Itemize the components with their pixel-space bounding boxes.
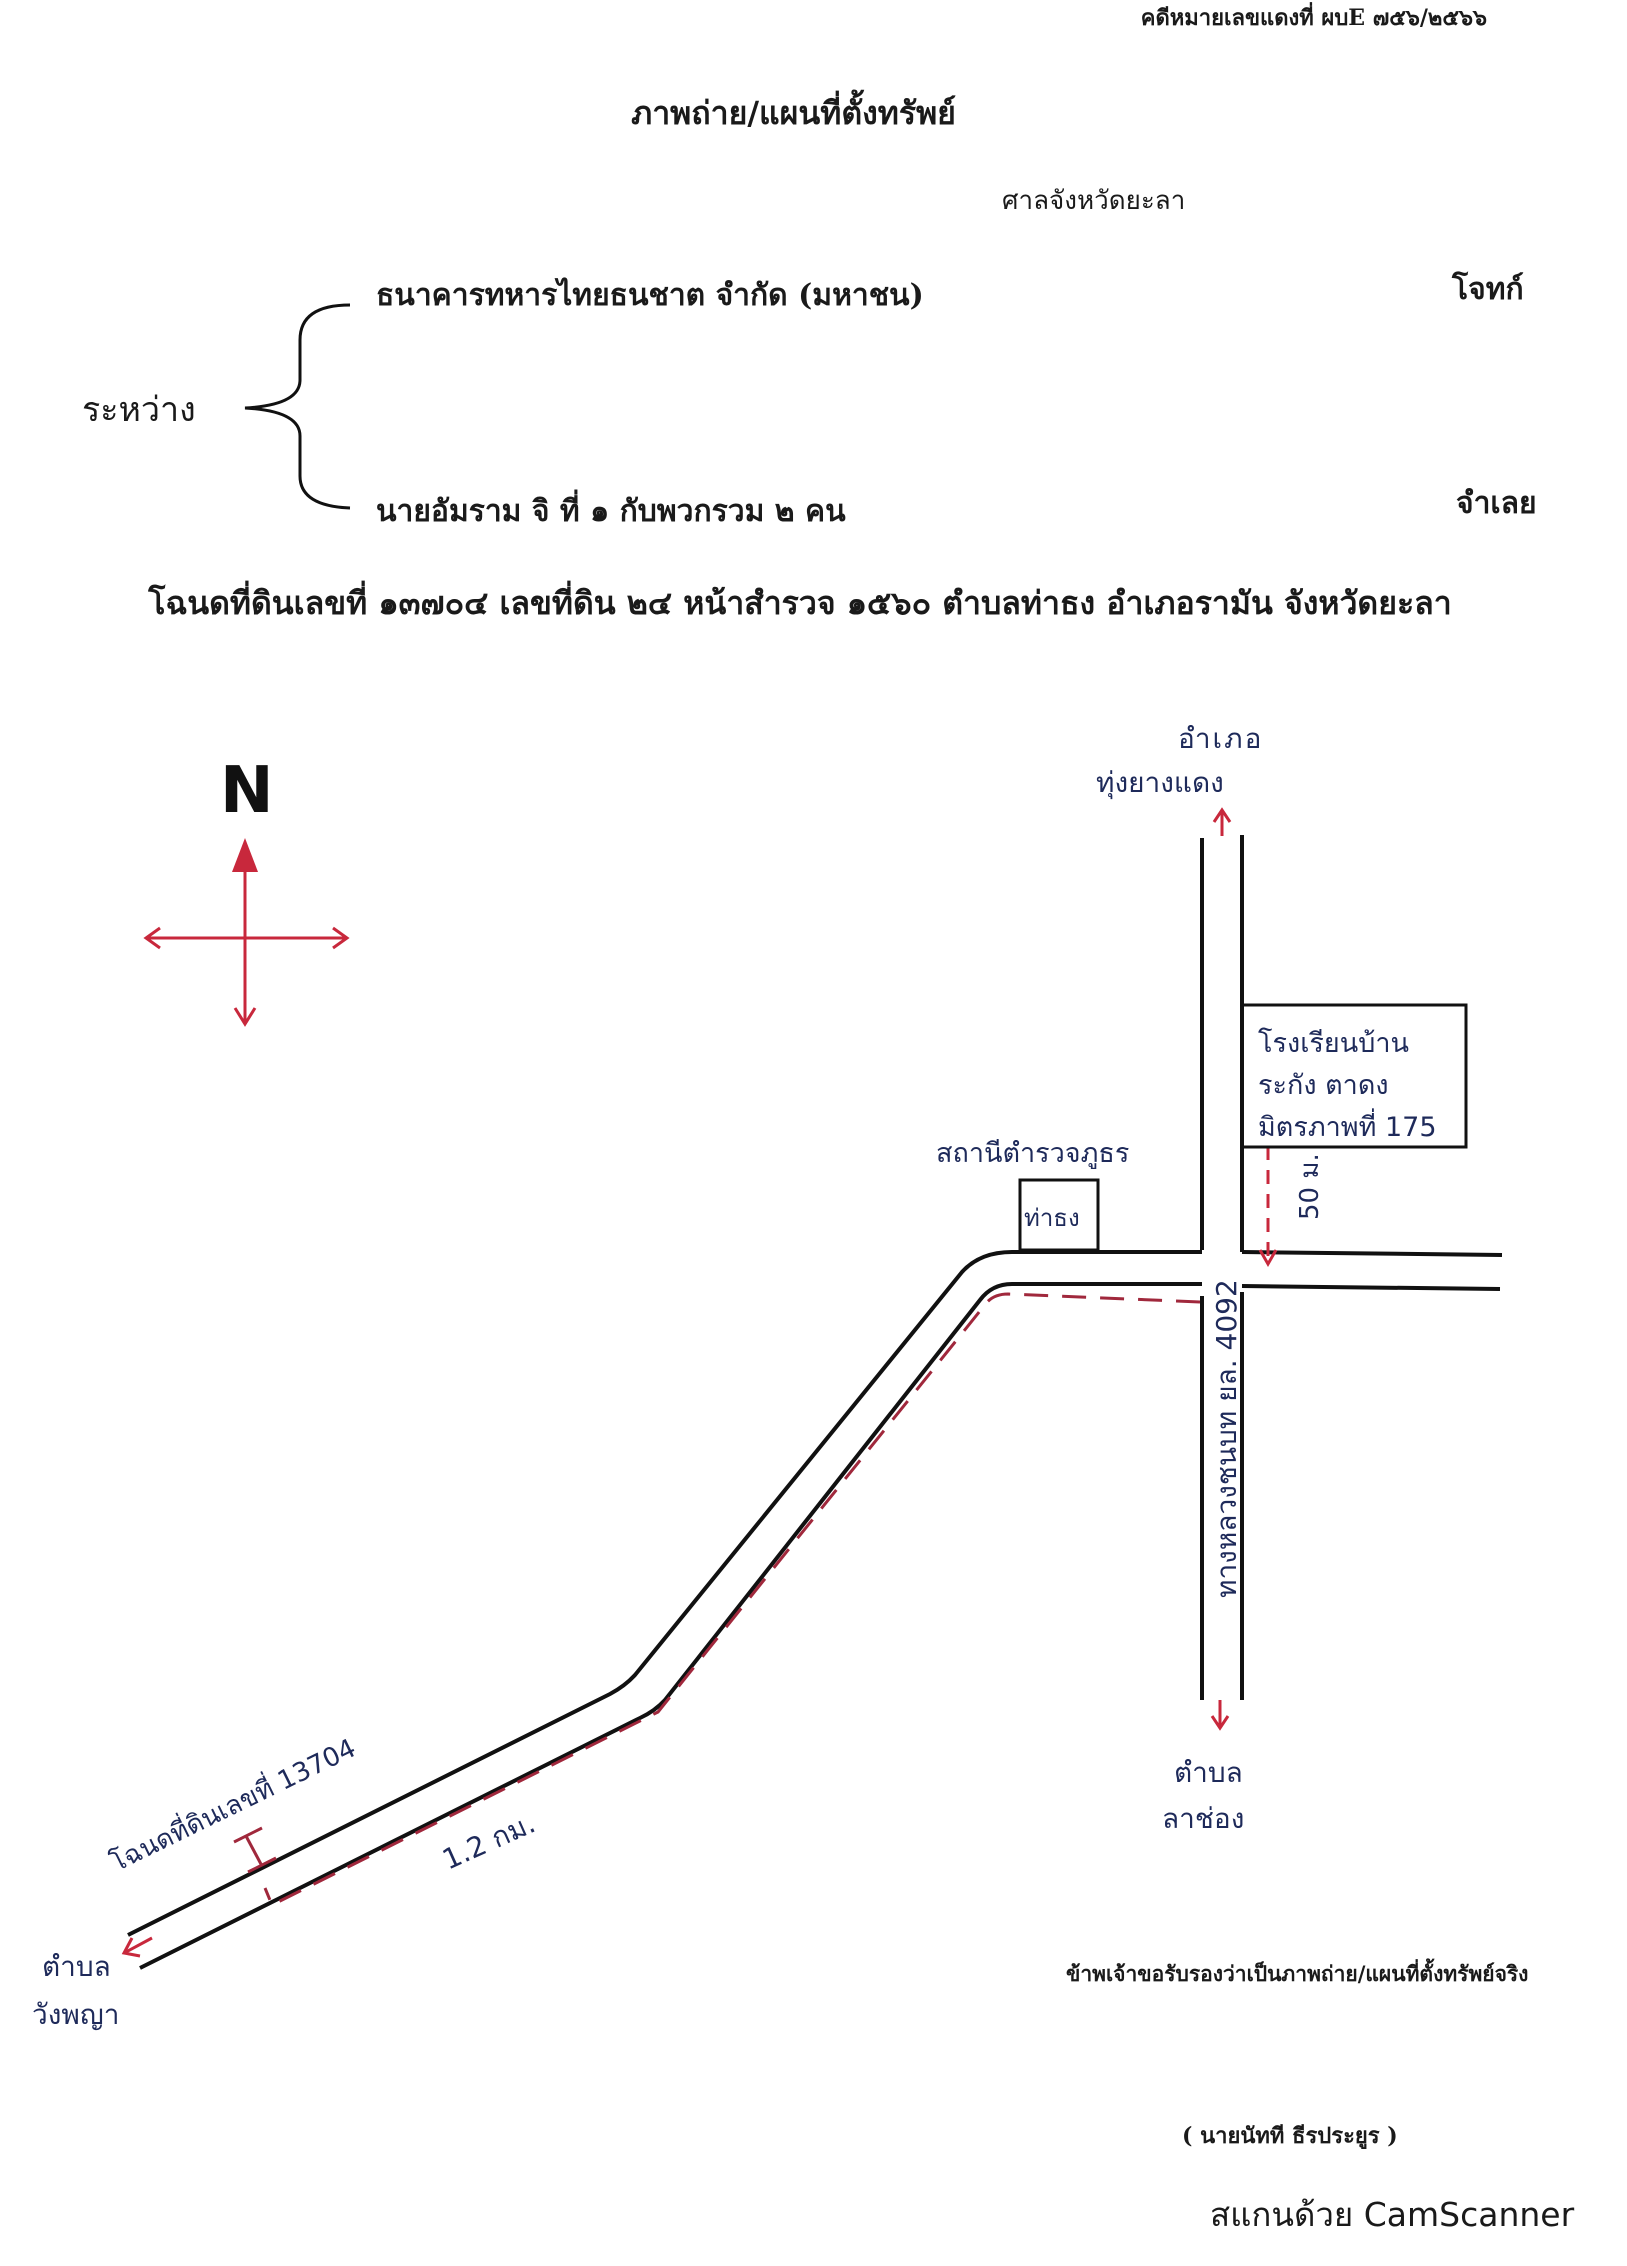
school-box	[1240, 1003, 1468, 1149]
station-line2: ท่าธง	[1024, 1204, 1080, 1232]
route-dashed	[263, 1292, 1201, 1908]
station-line1: สถานีตำรวจภูธร	[936, 1138, 1129, 1169]
west-arrow-icon	[121, 1936, 153, 1958]
north-dest-line2: ทุ่งยางแดง	[1096, 766, 1224, 800]
defendant-role: จำเลย	[1456, 486, 1537, 521]
plaintiff-role: โจทก์	[1452, 272, 1524, 307]
document-title: ภาพถ่าย/แผนที่ตั้งทรัพย์	[631, 94, 956, 132]
plaintiff-name: ธนาคารทหารไทยธนชาต จำกัด (มหาชน)	[376, 278, 924, 313]
compass-label: N	[220, 754, 274, 828]
west-dest-line1: ตำบล	[42, 1950, 111, 1983]
party-brace	[244, 303, 351, 510]
police-station-box	[1018, 1178, 1100, 1252]
defendant-name: นายอัมราม จิ ที่ ๑ กับพวกรวม ๒ คน	[376, 494, 846, 529]
deed-description: โฉนดที่ดินเลขที่ ๑๓๗๐๔ เลขที่ดิน ๒๔ หน้า…	[148, 584, 1452, 622]
distance-vertical: 50 ม.	[1295, 1153, 1325, 1220]
certification-text: ข้าพเจ้าขอรับรองว่าเป็นภาพถ่าย/แผนที่ตั้…	[1066, 1961, 1529, 1986]
school-distance-arrow-icon	[1258, 1146, 1278, 1268]
east-road	[1241, 1250, 1503, 1291]
south-dest-line1: ตำบล	[1174, 1756, 1243, 1789]
court-name: ศาลจังหวัดยะลา	[1002, 186, 1186, 216]
south-dest-line2: ลาช่อง	[1162, 1802, 1244, 1835]
school-line3: มิตรภาพที่ 175	[1258, 1108, 1437, 1143]
signer-name: ( นายนัทที ธีรประยูร )	[1182, 2123, 1398, 2149]
south-arrow-icon	[1210, 1700, 1230, 1731]
main-road	[127, 1250, 1202, 1970]
case-number: คดีหมายเลขแดงที่ ผบE ๗๕๖/๒๕๖๖	[1140, 5, 1487, 31]
compass-icon	[143, 838, 350, 1027]
scanner-watermark: สแกนด้วย CamScanner	[1210, 2195, 1575, 2234]
west-dest-line2: วังพญา	[32, 1998, 119, 2031]
between-label: ระหว่าง	[82, 390, 196, 430]
deed-marker-label: โฉนดที่ดินเลขที่ 13704	[104, 1730, 361, 1878]
distance-road: 1.2 กม.	[437, 1806, 540, 1876]
deed-marker-icon	[233, 1826, 277, 1874]
north-dest-line1: อำเภอ	[1178, 722, 1263, 755]
school-line2: ระกัง ตาดง	[1258, 1070, 1389, 1101]
highway-label: ทางหลวงชนบท ยล. 4092	[1210, 1279, 1243, 1598]
school-line1: โรงเรียนบ้าน	[1258, 1028, 1409, 1059]
north-arrow-icon	[1212, 807, 1232, 836]
